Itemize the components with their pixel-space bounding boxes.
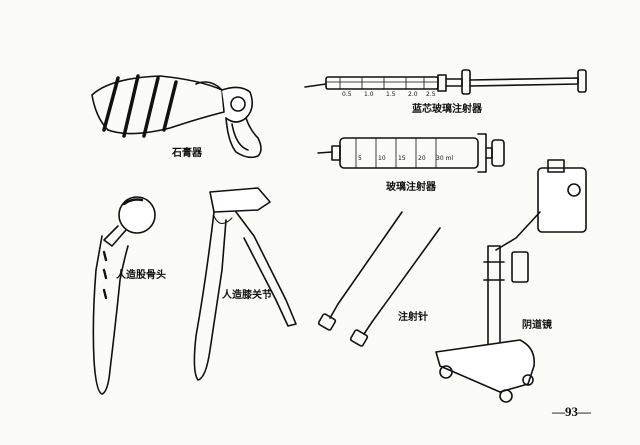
syringe-tick-label: 0.5 [342,91,352,98]
colposcope-drawing [435,159,587,403]
syringe-tick-label: 1.5 [386,91,396,98]
syringe-tick-label: 2.5 [426,91,436,98]
syringe-tick-label: 1.0 [364,91,374,98]
label-gypsum-cutter: 石膏器 [172,148,202,159]
syringe-tick-label: 20 [418,155,426,162]
label-injection-needle: 注射针 [398,312,428,323]
syringe-tick-label: 2.0 [408,91,418,98]
label-colposcope: 阴道镜 [522,320,552,331]
label-glass-syringe: 玻璃注射器 [386,182,436,193]
glass-syringe-drawing [317,133,505,173]
knee-joint-drawing [193,187,297,381]
syringe-tick-label: 10 [378,155,386,162]
label-blue-core-syringe: 蓝芯玻璃注射器 [412,104,482,115]
page-number: —93— [552,404,591,419]
label-artificial-femoral-head: 人造股骨头 [116,270,166,281]
syringe-tick-label: 30 ml [436,155,453,162]
blue-core-syringe-drawing [304,69,587,95]
plaster-cutter-drawing [91,74,262,159]
label-artificial-knee-joint: 人造膝关节 [222,290,272,301]
femoral-head-drawing [92,196,156,395]
syringe-tick-label: 15 [398,155,406,162]
syringe-tick-label: 5 [358,155,362,162]
injection-needles-drawing [317,211,441,347]
